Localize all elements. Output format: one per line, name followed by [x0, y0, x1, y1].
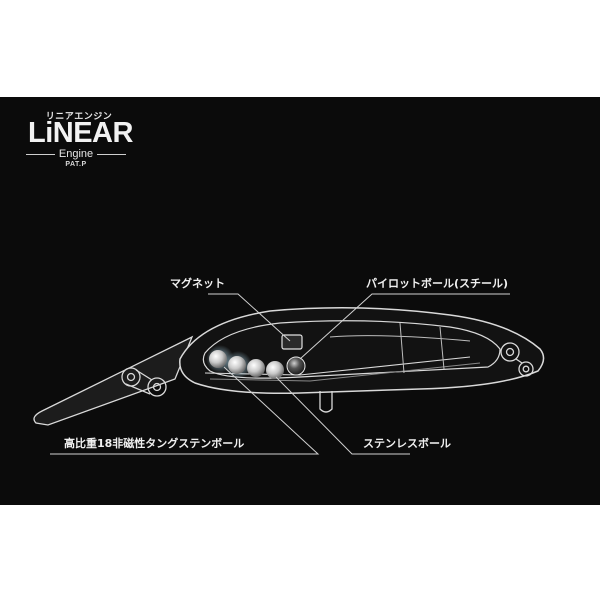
tungsten-ball [247, 359, 265, 377]
lure-lip [33, 335, 194, 426]
inner-chamber [202, 320, 501, 379]
logo-rule-right [97, 153, 127, 155]
lure-cutaway-diagram [33, 293, 545, 455]
leader-lines [50, 293, 510, 455]
logo-rule-left [26, 153, 55, 155]
line-tie-eyelet [121, 367, 167, 397]
callout-tungsten-balls: 高比重18非磁性タングステンボール [64, 437, 245, 450]
callout-pilot-ball: パイロットボール(スチール) [366, 277, 509, 290]
belly-hook-hanger [319, 391, 333, 413]
logo-engine-row: Engine [26, 148, 127, 160]
pilot-ball [286, 356, 306, 376]
callout-magnet: マグネット [170, 277, 225, 290]
tungsten-ball [228, 356, 246, 374]
logo-title: LiNEAR [28, 117, 133, 149]
callout-stainless-ball: ステンレスボール [363, 437, 451, 450]
tungsten-balls [206, 345, 284, 379]
logo-subtitle: Engine [58, 148, 94, 160]
rear-eyelet [500, 342, 534, 377]
internal-ribs [329, 322, 471, 374]
logo-patent: PAT.P [65, 161, 87, 168]
ball-rail-lower [209, 362, 481, 382]
tungsten-ball [209, 350, 227, 368]
logo-kana: リニアエンジン [45, 112, 113, 122]
diagram-canvas: リニアエンジン LiNEAR Engine PAT.P [0, 97, 600, 505]
tungsten-ball [266, 361, 284, 379]
